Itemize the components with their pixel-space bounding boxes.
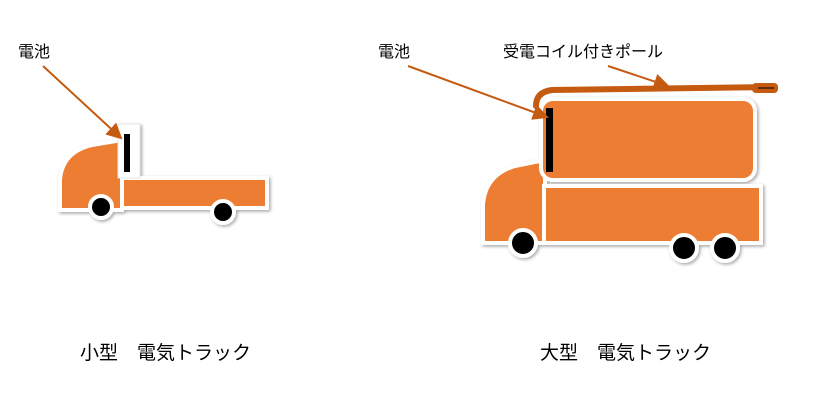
large-truck-rear-wheel-1 [669, 233, 699, 263]
small-truck-front-wheel [88, 194, 114, 220]
small-truck-bed [120, 176, 269, 210]
large-truck-battery [546, 108, 553, 172]
large-truck-front-wheel [508, 228, 538, 258]
large-truck-battery-arrow [407, 65, 549, 120]
small-truck-caption: 小型 電気トラック [80, 342, 252, 364]
large-truck-pole-arrow [607, 65, 670, 90]
large-truck-pole-label: 受電コイル付きポール [503, 42, 664, 61]
large-truck-rear-wheel-2 [710, 233, 740, 263]
large-truck [481, 97, 763, 263]
large-truck-battery-label: 電池 [378, 42, 411, 61]
small-truck [58, 123, 269, 225]
small-truck-battery [124, 134, 130, 172]
small-truck-cab [58, 137, 124, 212]
large-truck-pole [533, 84, 773, 109]
small-truck-battery-arrow [42, 65, 123, 140]
large-truck-caption: 大型 電気トラック [540, 342, 712, 364]
small-truck-rear-wheel [210, 199, 236, 225]
large-truck-cab [481, 157, 547, 245]
small-truck-battery-label: 電池 [18, 42, 51, 61]
large-truck-upper-box [539, 97, 757, 182]
